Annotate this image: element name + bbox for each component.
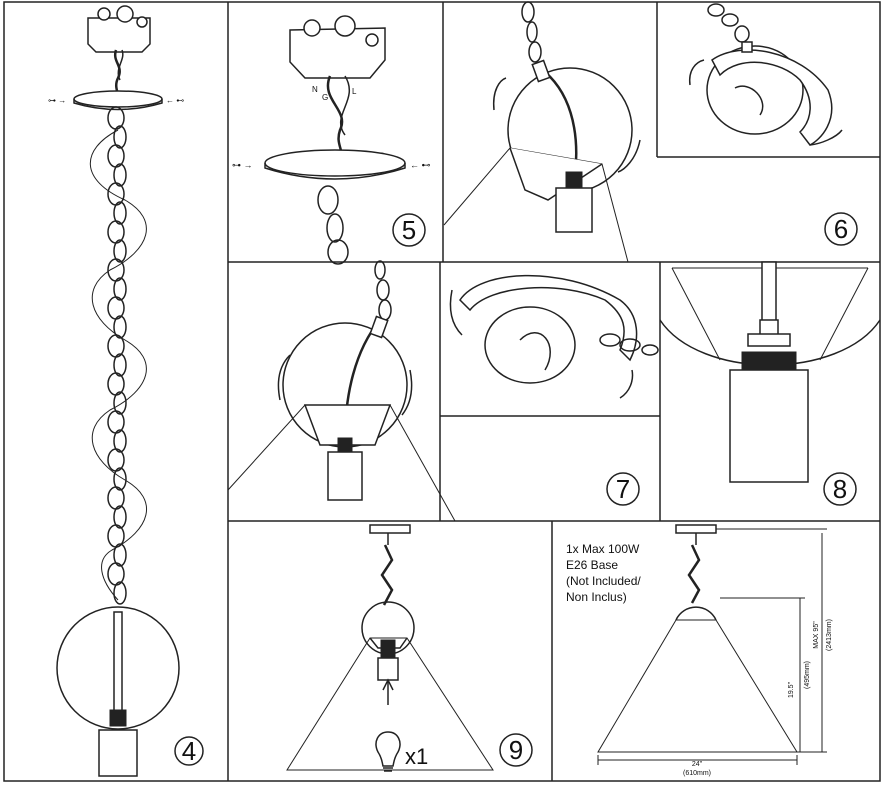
step-badge [499,733,533,767]
chain-link [113,543,127,567]
dim-max-mm: (2413mm) [826,619,833,651]
spec-line-1: 1x Max 100W [566,542,640,556]
chain-icon [599,333,659,356]
bulb-quantity: x1 [405,744,428,769]
step-badge [824,212,858,246]
chain-link [113,125,127,149]
wire-label-n: N [312,85,318,94]
chain-link [113,429,127,453]
svg-text:⊶ →: ⊶ → [48,96,66,105]
chain-icon [707,3,750,43]
step-number: 8 [833,474,847,504]
chain-icon [374,260,392,321]
step-badge [392,213,426,247]
chain-link [113,201,127,225]
panel-step-4: ⊶ → ← ⊷ 4 [48,5,204,777]
panel-step-8: 8 [659,261,881,506]
dim-height-mm: (495mm) [804,661,811,689]
step-number: 5 [402,215,416,245]
junction-box-icon [87,5,151,97]
bulb-socket [98,729,138,777]
step-number: 4 [182,736,196,766]
spec-line-2: E26 Base [566,558,618,572]
cord-wrap [89,129,147,601]
step-number: 9 [509,735,523,765]
panel-hoop-assembly [443,1,641,263]
panel-step-9: x1 9 [286,524,533,772]
chain-icon [107,106,127,605]
dim-width-in: 24" [692,761,703,768]
chain-link [113,467,127,491]
canopy-plate: ⊶ → ← ⊷ [48,90,184,111]
wire-label-l: L [352,87,357,96]
dim-max-in: MAX 95" [813,621,820,649]
panel-dimensions: 1x Max 100W E26 Base (Not Included/ Non … [566,524,833,777]
chain-icon [521,1,542,63]
panel-step-7: 7 [449,274,659,506]
chain-link [113,239,127,263]
chain-link [113,505,127,529]
chain-icon [317,185,349,265]
step-number: 7 [616,474,630,504]
step-badge [823,472,857,506]
panel-step-5: N G L ⊶ → ← ⊷ 5 [232,15,431,265]
svg-text:⊶ →: ⊶ → [232,160,253,170]
chain-link [113,353,127,377]
step-badge [606,472,640,506]
chain-link [113,315,127,339]
chain-link [113,581,127,605]
chain-link [113,163,127,187]
chain-link [113,277,127,301]
light-bulb-icon [375,731,401,772]
wire-label-g: G [322,93,328,102]
chain-link [113,391,127,415]
canopy-plate: ⊶ → ← ⊷ [232,149,431,180]
spec-line-4: Non Inclus) [566,590,627,604]
svg-text:← ⊷: ← ⊷ [166,96,184,105]
junction-box-icon [289,15,386,161]
step-badge [174,736,204,766]
step-number: 6 [834,214,848,244]
spec-line-3: (Not Included/ [566,574,641,588]
panel-step-6: 6 [688,3,858,246]
dim-height-in: 19.5" [788,681,795,698]
panel-shade-assembly [227,260,456,522]
hoop-frame [56,606,180,730]
dim-width-mm: (610mm) [683,770,711,777]
svg-text:← ⊷: ← ⊷ [410,160,431,170]
